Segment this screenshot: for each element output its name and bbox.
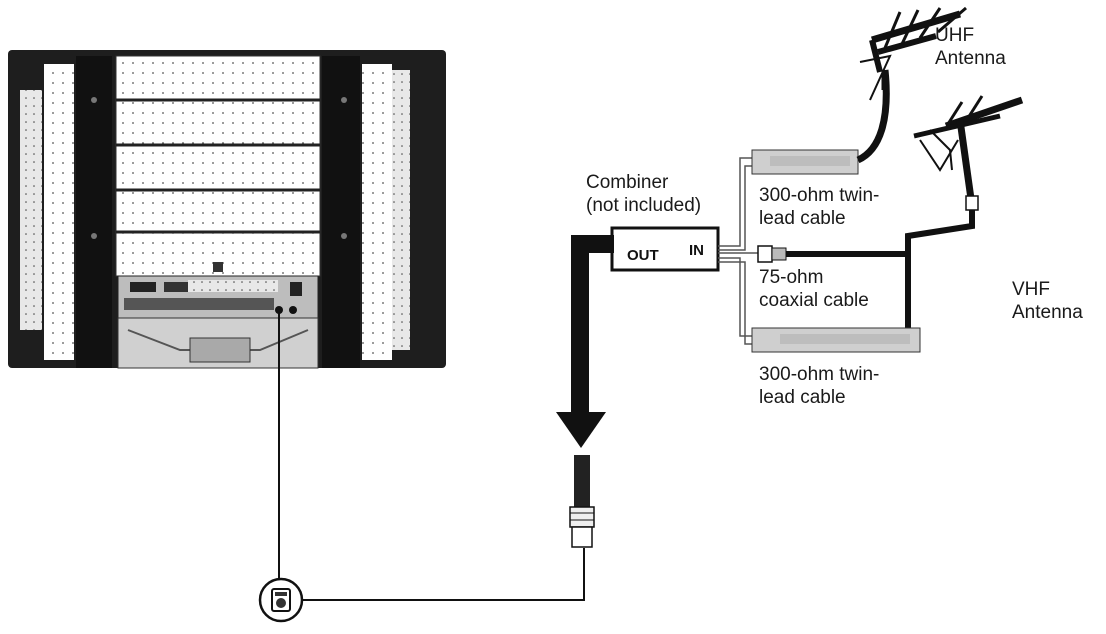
combiner-out-label: OUT bbox=[627, 247, 659, 264]
uhf-antenna-icon bbox=[859, 6, 967, 101]
twin-lead-bottom-label: 300-ohm twin- lead cable bbox=[759, 364, 880, 408]
combiner-input-leads bbox=[718, 157, 758, 345]
twin-lead-top-cable bbox=[751, 69, 890, 175]
tv-rear-panel-icon bbox=[8, 50, 446, 369]
vhf-antenna-icon bbox=[913, 95, 1024, 211]
twin-lead-top-label: 300-ohm twin- lead cable bbox=[759, 185, 880, 229]
uhf-antenna-label: UHF Antenna bbox=[935, 25, 1006, 69]
arrow-down-icon bbox=[556, 412, 606, 448]
combiner-output-cable bbox=[571, 235, 614, 414]
antenna-jack-icon bbox=[258, 577, 304, 623]
twin-lead-bottom-cable bbox=[751, 327, 921, 353]
combiner-icon: OUT IN bbox=[610, 226, 720, 272]
coax-connector-icon bbox=[569, 455, 595, 548]
coaxial-cable bbox=[757, 210, 975, 332]
vhf-antenna-label: VHF Antenna bbox=[1012, 279, 1083, 323]
coax-label: 75-ohm coaxial cable bbox=[759, 267, 869, 311]
combiner-in-label: IN bbox=[689, 242, 704, 259]
jack-to-connector-cable bbox=[302, 548, 585, 601]
combiner-label: Combiner (not included) bbox=[586, 172, 702, 216]
